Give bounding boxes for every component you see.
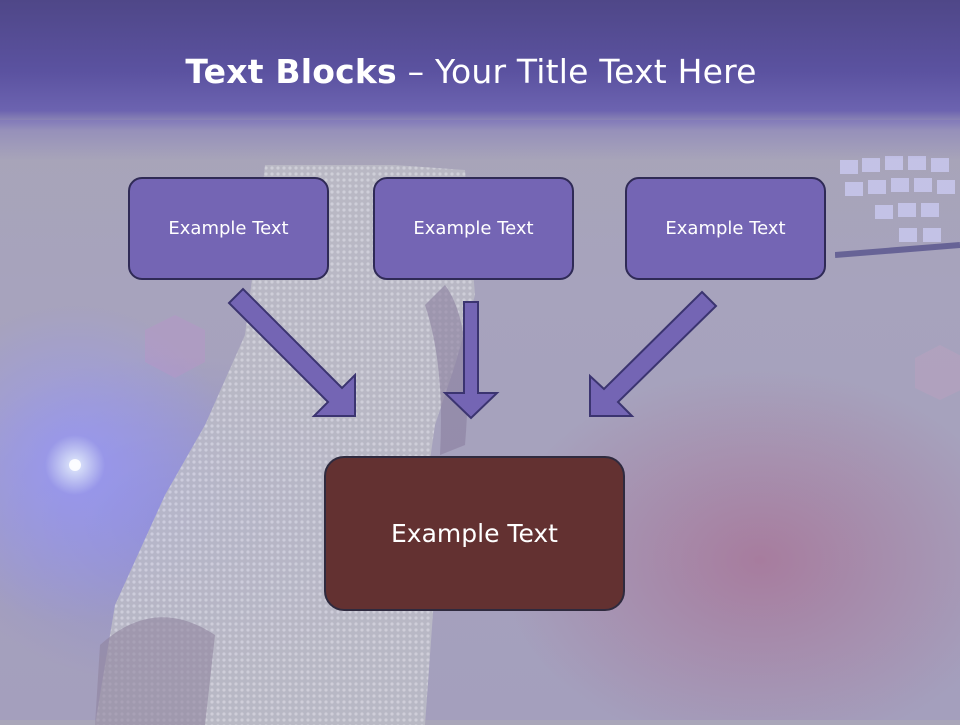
slide-title: Text Blocks – Your Title Text Here: [0, 52, 942, 91]
arrow-down-right-icon: [227, 287, 356, 417]
text-block-top-left[interactable]: Example Text: [128, 177, 329, 280]
arrow-down-icon: [442, 301, 500, 420]
header-fade: [0, 120, 960, 160]
text-block-top-center[interactable]: Example Text: [373, 177, 574, 280]
text-block-label: Example Text: [168, 218, 289, 239]
title-bold: Text Blocks: [185, 52, 397, 91]
text-block-label: Example Text: [391, 519, 558, 548]
title-dash: –: [396, 52, 435, 91]
text-block-label: Example Text: [413, 218, 534, 239]
header-bar: [0, 0, 960, 130]
text-block-top-right[interactable]: Example Text: [625, 177, 826, 280]
title-rest: Your Title Text Here: [434, 52, 757, 91]
arrow-down-left-icon: [589, 290, 718, 417]
text-block-label: Example Text: [665, 218, 786, 239]
text-block-bottom-center[interactable]: Example Text: [324, 456, 625, 611]
